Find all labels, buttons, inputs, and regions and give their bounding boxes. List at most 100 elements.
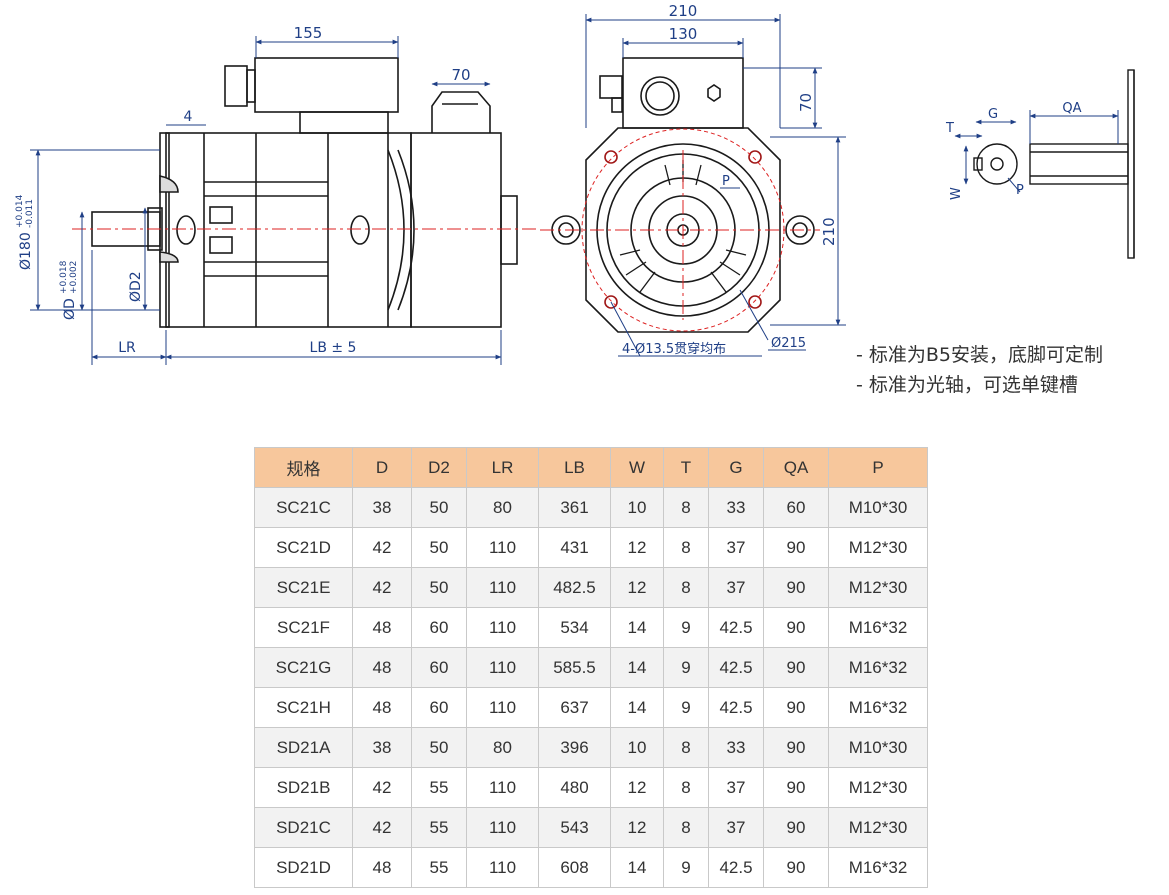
shaft-detail — [973, 69, 1135, 259]
dim-dd-tol-up: +0.018 — [59, 260, 69, 294]
table-cell: 431 — [538, 527, 611, 568]
col-header: LR — [466, 447, 539, 488]
table-cell: 14 — [610, 687, 664, 728]
table-cell: 90 — [763, 567, 829, 608]
table-cell: 42.5 — [708, 687, 764, 728]
table-cell: 482.5 — [538, 567, 611, 608]
table-cell: M16*32 — [828, 687, 928, 728]
table-cell: 8 — [663, 527, 709, 568]
hole-note: 4-Ø13.5贯穿均布 — [622, 341, 726, 357]
note-mounting: - 标准为B5安装，底脚可定制 — [856, 344, 1104, 366]
table-cell: 50 — [411, 727, 467, 768]
col-header: LB — [538, 447, 611, 488]
table-cell: M12*30 — [828, 527, 928, 568]
col-header: 规格 — [254, 447, 353, 488]
table-cell: 8 — [663, 767, 709, 808]
note-shaft: - 标准为光轴，可选单键槽 — [856, 374, 1078, 396]
table-cell: 543 — [538, 807, 611, 848]
col-header: P — [828, 447, 928, 488]
table-cell: 42.5 — [708, 607, 764, 648]
table-cell: 60 — [411, 607, 467, 648]
table-cell: 110 — [466, 567, 539, 608]
table-cell: 9 — [663, 687, 709, 728]
table-header-row: 规格 D D2 LR LB W T G QA P — [254, 447, 928, 488]
table-cell: SD21A — [254, 727, 353, 768]
table-cell: 90 — [763, 727, 829, 768]
table-cell: 42 — [352, 767, 412, 808]
dim-4: 4 — [184, 109, 193, 125]
table-cell: SC21C — [254, 487, 353, 528]
table-cell: 14 — [610, 647, 664, 688]
table-cell: 8 — [663, 487, 709, 528]
table-cell: 110 — [466, 807, 539, 848]
table-cell: 37 — [708, 767, 764, 808]
table-cell: 42.5 — [708, 647, 764, 688]
table-cell: M10*30 — [828, 727, 928, 768]
table-cell: 38 — [352, 487, 412, 528]
motor-dimension-drawing: 155 70 4 LR LB ± 5 Ø180 +0.014 -0.011 ØD… — [15, 2, 1135, 365]
table-cell: 48 — [352, 847, 412, 888]
table-cell: M12*30 — [828, 767, 928, 808]
dim-70-vertical: 70 — [797, 93, 815, 112]
dim-130: 130 — [669, 25, 698, 43]
dim-d215: Ø215 — [771, 336, 806, 351]
table-cell: 90 — [763, 847, 829, 888]
table-cell: 608 — [538, 847, 611, 888]
table-cell: 48 — [352, 687, 412, 728]
table-cell: SC21H — [254, 687, 353, 728]
table-cell: SC21F — [254, 607, 353, 648]
table-cell: 80 — [466, 487, 539, 528]
table-cell: M16*32 — [828, 647, 928, 688]
table-cell: 60 — [763, 487, 829, 528]
table-cell: 55 — [411, 847, 467, 888]
table-cell: 90 — [763, 647, 829, 688]
table-cell: 50 — [411, 527, 467, 568]
table-cell: 14 — [610, 847, 664, 888]
table-cell: 55 — [411, 807, 467, 848]
dim-p-front: P — [722, 174, 730, 189]
table-cell: SD21B — [254, 767, 353, 808]
col-header: QA — [763, 447, 829, 488]
table-cell: 50 — [411, 567, 467, 608]
dim-dd: ØD — [62, 298, 78, 320]
table-cell: 90 — [763, 607, 829, 648]
table-cell: 90 — [763, 687, 829, 728]
table-cell: SD21D — [254, 847, 353, 888]
table-cell: SC21E — [254, 567, 353, 608]
table-cell: 585.5 — [538, 647, 611, 688]
table-cell: 9 — [663, 647, 709, 688]
table-cell: 8 — [663, 727, 709, 768]
table-cell: 33 — [708, 487, 764, 528]
table-cell: 60 — [411, 647, 467, 688]
table-cell: SD21C — [254, 807, 353, 848]
dim-lb: LB ± 5 — [310, 340, 357, 356]
table-cell: M10*30 — [828, 487, 928, 528]
table-cell: 110 — [466, 647, 539, 688]
table-cell: 48 — [352, 647, 412, 688]
table-cell: 8 — [663, 567, 709, 608]
dim-p-detail: P — [1016, 183, 1024, 198]
dim-t: T — [945, 121, 954, 136]
table-cell: 12 — [610, 567, 664, 608]
col-header: W — [610, 447, 664, 488]
table-cell: 361 — [538, 487, 611, 528]
notes: - 标准为B5安装，底脚可定制 - 标准为光轴，可选单键槽 — [856, 340, 1103, 400]
table-cell: M16*32 — [828, 847, 928, 888]
table-cell: 12 — [610, 767, 664, 808]
table-cell: 637 — [538, 687, 611, 728]
table-cell: 37 — [708, 527, 764, 568]
table-cell: 42 — [352, 807, 412, 848]
table-cell: 60 — [411, 687, 467, 728]
table-cell: 9 — [663, 847, 709, 888]
table-cell: 38 — [352, 727, 412, 768]
table-cell: 80 — [466, 727, 539, 768]
dim-155: 155 — [294, 24, 323, 42]
